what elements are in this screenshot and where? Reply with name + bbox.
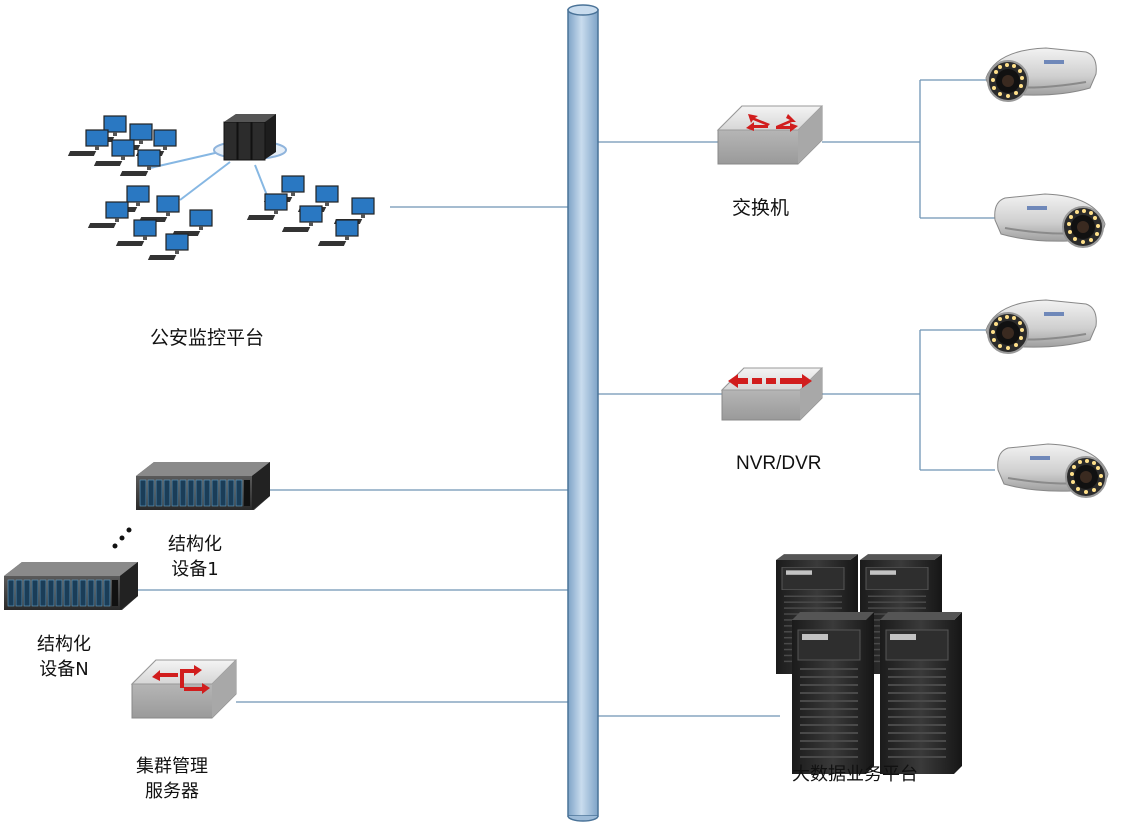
computer-network-icon — [67, 114, 375, 261]
surveillance-camera-icon — [985, 47, 1109, 498]
ellipsis-dots — [112, 527, 132, 549]
link-nvr-cameras — [822, 329, 995, 471]
label-bigdata-platform: 大数据业务平台 — [792, 764, 918, 785]
backbone-bus — [567, 4, 599, 822]
connection-lines — [138, 79, 995, 717]
router-icon — [716, 105, 824, 165]
label-cluster-server: 集群管理 服务器 — [136, 756, 208, 802]
network-switch-icon — [130, 659, 238, 719]
label-police-platform: 公安监控平台 — [150, 327, 265, 349]
label-struct-device-1: 结构化 设备1 — [168, 534, 222, 580]
label-switch: 交换机 — [732, 197, 790, 219]
rack-server-icon — [3, 461, 271, 611]
label-nvr-dvr: NVR/DVR — [736, 453, 822, 474]
link-switch-cameras — [822, 79, 995, 219]
label-struct-device-n: 结构化 设备N — [37, 634, 91, 680]
nvr-hub-icon — [720, 367, 824, 421]
tower-server-icon — [775, 553, 963, 775]
